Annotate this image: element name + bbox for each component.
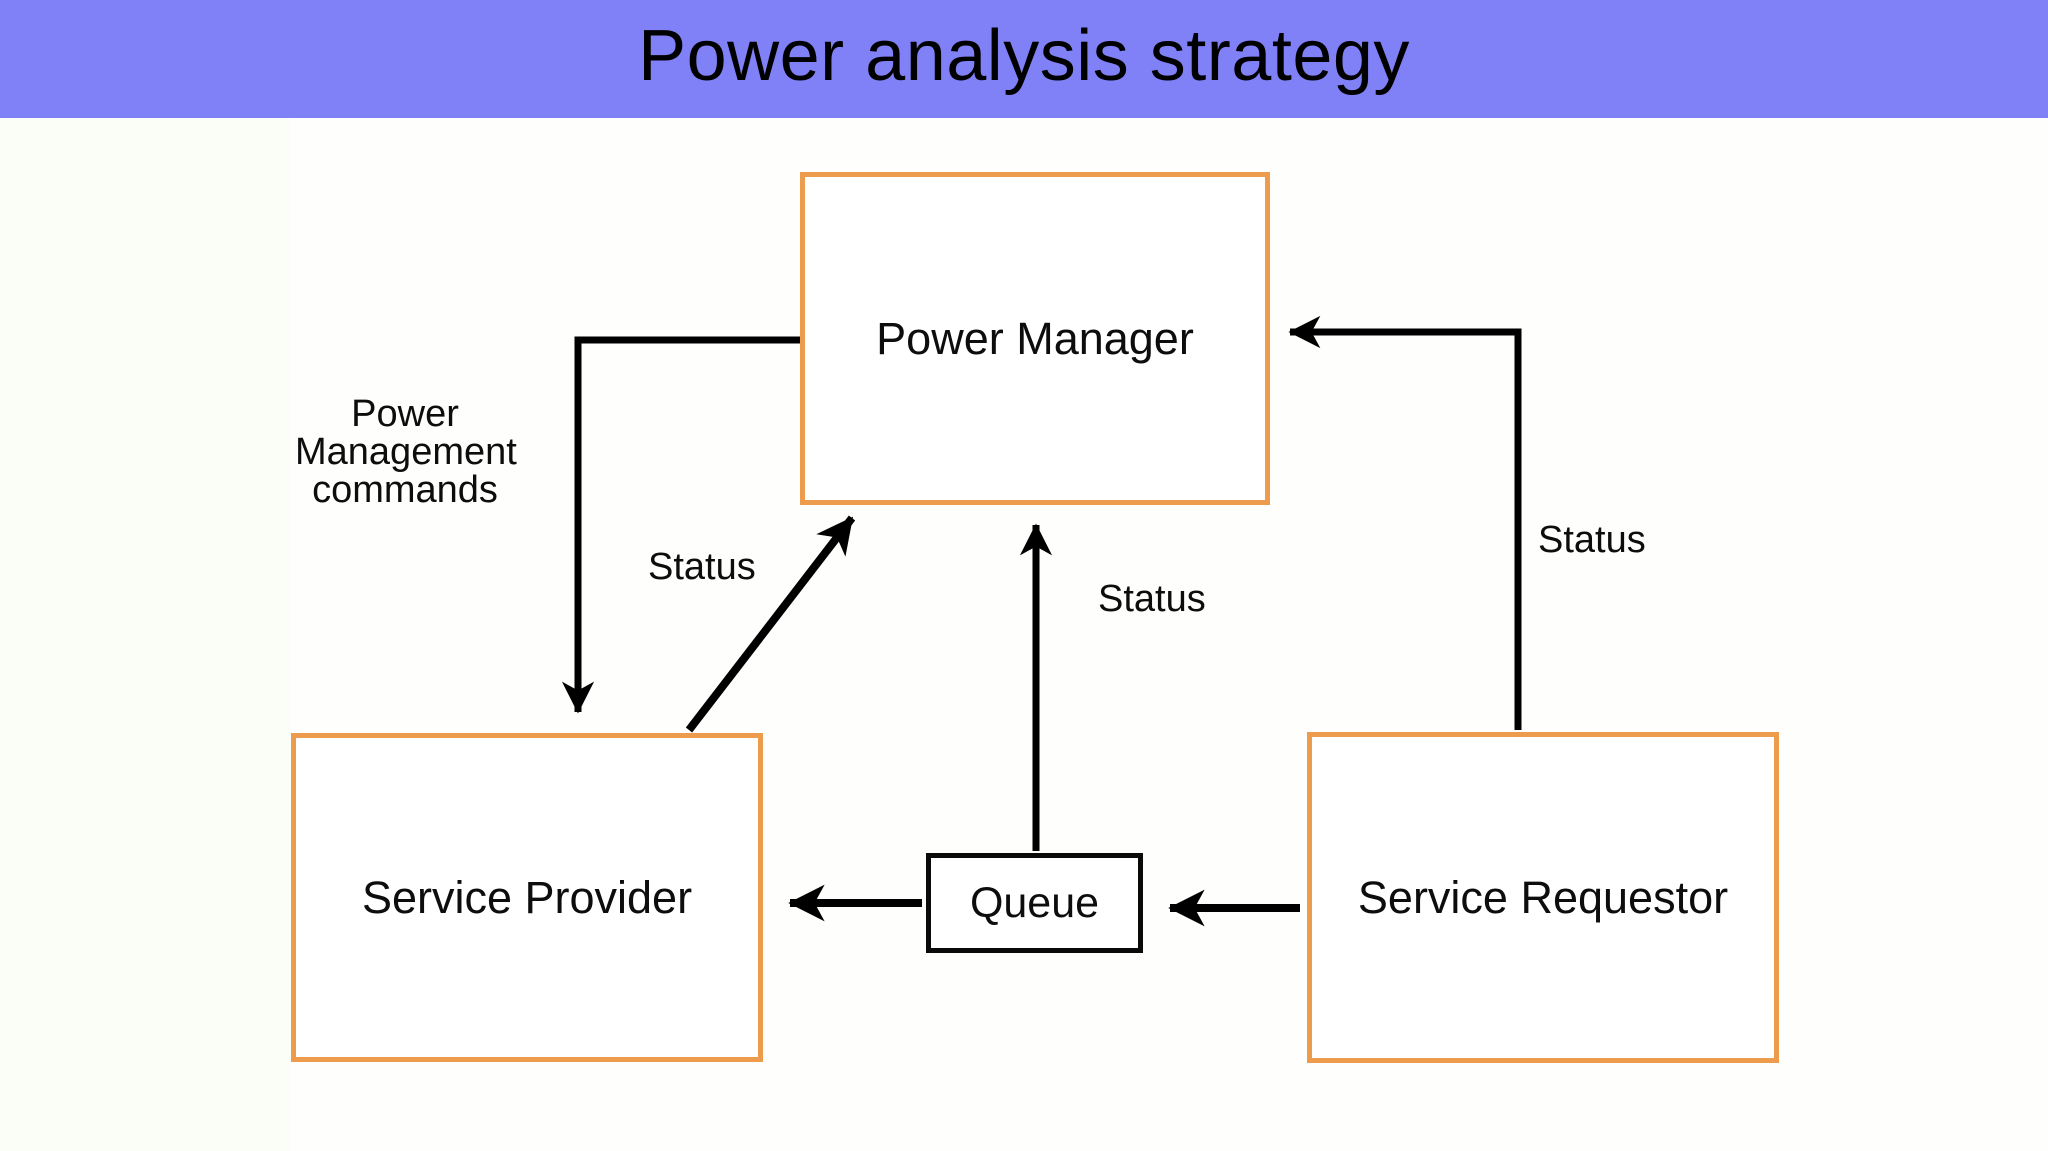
slide-title: Power analysis strategy — [638, 16, 1410, 96]
node-service-provider-label: Service Provider — [361, 871, 693, 923]
node-service-requestor[interactable]: Service Requestor — [1307, 732, 1779, 1063]
edge-label-status-left: Status — [648, 546, 756, 588]
node-power-manager[interactable]: Power Manager — [800, 172, 1270, 505]
slide-background-left — [0, 118, 290, 1151]
node-queue[interactable]: Queue — [926, 853, 1143, 953]
node-service-provider[interactable]: Service Provider — [291, 733, 763, 1062]
node-service-requestor-label: Service Requestor — [1357, 871, 1729, 923]
slide-title-banner: Power analysis strategy — [0, 0, 2048, 118]
edge-label-status-middle: Status — [1098, 578, 1206, 620]
edge-label-status-right: Status — [1538, 519, 1646, 561]
edge-label-power-management-commands: Power Management commands — [295, 393, 517, 511]
node-power-manager-label: Power Manager — [876, 312, 1194, 364]
node-queue-label: Queue — [969, 878, 1100, 927]
